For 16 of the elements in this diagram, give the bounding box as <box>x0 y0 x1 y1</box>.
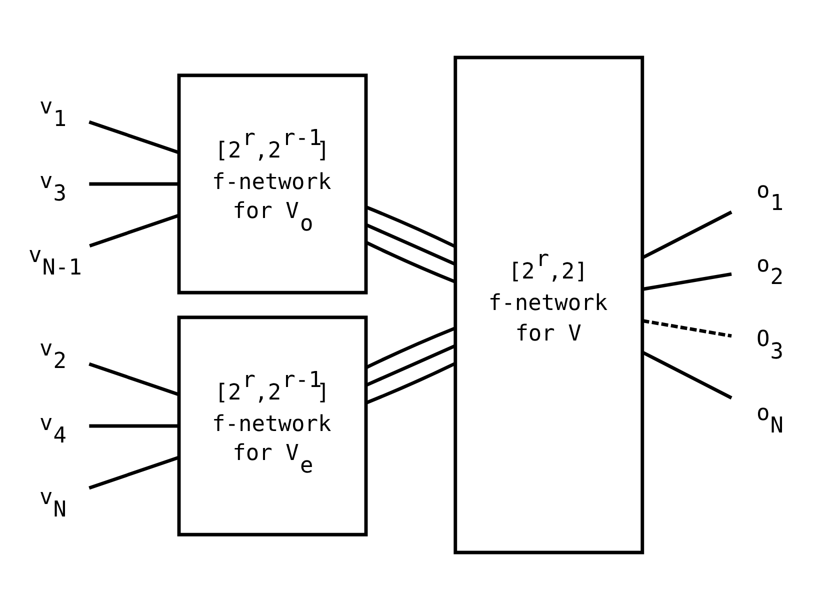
connector <box>89 213 180 247</box>
connector <box>365 326 456 369</box>
connector <box>365 344 456 386</box>
connector <box>642 272 732 290</box>
connector <box>642 350 732 399</box>
connector <box>88 455 180 490</box>
connector <box>642 210 732 259</box>
connector <box>365 361 456 404</box>
connector <box>89 424 179 428</box>
connector <box>88 362 180 396</box>
connector <box>89 182 179 186</box>
connector <box>365 205 456 248</box>
connector <box>365 222 456 266</box>
connector <box>642 318 732 338</box>
connector <box>365 240 456 283</box>
connector <box>88 120 180 154</box>
